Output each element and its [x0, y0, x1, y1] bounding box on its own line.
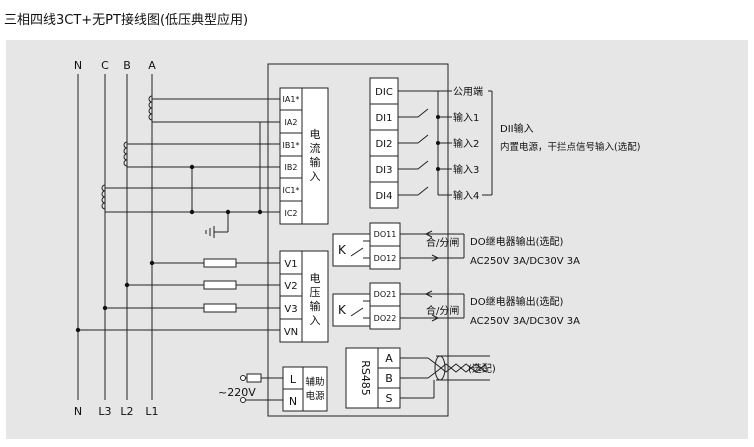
current-label-2: 流 — [310, 141, 321, 155]
terminal-di1: DI1 — [375, 113, 392, 124]
terminal-do12: DO12 — [374, 254, 397, 263]
terminal-v1: V1 — [284, 259, 297, 270]
rs485-option-label: (选配) — [468, 362, 496, 375]
phase-label-bottom-l3: L3 — [98, 405, 111, 418]
terminal-vn: VN — [284, 327, 298, 338]
do1-switch-label: 合/分闸 — [426, 236, 459, 249]
do2-wiring — [400, 290, 465, 322]
phase-label-bottom-l2: L2 — [120, 405, 133, 418]
voltage-wiring — [78, 262, 280, 331]
meter-body — [267, 63, 449, 417]
terminal-ic1: IC1* — [282, 186, 299, 195]
current-wiring — [104, 98, 280, 233]
terminal-ic2: IC2 — [284, 209, 297, 218]
do2-relay-symbol: K — [338, 303, 347, 317]
current-label-1: 电 — [310, 128, 321, 141]
voltage-label-4: 入 — [310, 314, 321, 327]
current-label-4: 入 — [310, 170, 321, 183]
wiring-diagram: N C B A N L3 L2 L1 IA1* IA2 IB1* IB2 IC1… — [6, 40, 748, 439]
rs485-terminal-a: A — [385, 352, 393, 365]
terminal-di2: DI2 — [375, 139, 392, 150]
di-wiring — [398, 90, 493, 196]
ground-symbol — [205, 226, 215, 238]
terminal-do11: DO11 — [374, 230, 397, 239]
phase-label-bottom-l1: L1 — [145, 405, 158, 418]
phase-lines — [77, 74, 153, 400]
terminal-ib1: IB1* — [283, 141, 300, 150]
phase-label-bottom-n: N — [74, 405, 82, 418]
terminal-di3: DI3 — [375, 165, 392, 176]
di-title: DII输入 — [500, 122, 534, 135]
ct-coil-c — [101, 184, 106, 210]
do1-wiring — [400, 230, 465, 262]
di-description: 内置电源，干拦点信号输入(选配) — [500, 141, 640, 153]
voltage-label-1: 电 — [310, 272, 321, 285]
voltage-terminal-lines — [280, 273, 302, 320]
aux-voltage-label: ~220V — [218, 386, 256, 399]
aux-label-2: 电源 — [305, 390, 325, 402]
phase-label-top-n: N — [74, 59, 82, 72]
do1-relay-symbol: K — [338, 243, 347, 257]
rs485-terminal-s: S — [386, 392, 393, 405]
current-terminal-lines — [280, 109, 302, 202]
terminal-v2: V2 — [284, 281, 297, 292]
terminal-ib2: IB2 — [285, 163, 298, 172]
rs485-label: RS485 — [359, 360, 372, 396]
do1-relay-box — [332, 233, 372, 267]
terminal-dic: DIC — [375, 87, 393, 98]
terminal-ia1: IA1* — [283, 95, 300, 104]
terminal-do21: DO21 — [374, 290, 397, 299]
phase-label-top-a: A — [148, 59, 156, 72]
do2-switch-label: 合/分闸 — [426, 304, 459, 317]
rs485-block — [345, 347, 401, 409]
aux-terminal-l: L — [290, 373, 297, 386]
di-label-input1: 输入1 — [453, 111, 479, 124]
do2-rating: AC250V 3A/DC30V 3A — [470, 316, 580, 327]
do1-rating: AC250V 3A/DC30V 3A — [470, 256, 580, 267]
voltage-label-2: 压 — [310, 286, 321, 299]
do2-relay-box — [332, 293, 372, 327]
di-label-input3: 输入3 — [453, 163, 479, 176]
do2-title: DO继电器输出(选配) — [470, 295, 563, 308]
rs485-terminal-b: B — [385, 372, 393, 385]
ct-coil-a — [148, 95, 153, 121]
terminal-ia2: IA2 — [285, 118, 298, 127]
aux-terminal-n: N — [289, 395, 297, 408]
phase-label-top-c: C — [101, 59, 109, 72]
page-title: 三相四线3CT+无PT接线图(低压典型应用) — [4, 13, 249, 28]
di-terminal-lines — [370, 103, 398, 183]
phase-label-top-b: B — [123, 59, 131, 72]
do1-title: DO继电器输出(选配) — [470, 235, 563, 248]
terminal-v3: V3 — [284, 304, 297, 315]
rs485-wiring — [400, 355, 490, 399]
voltage-label-3: 输 — [310, 299, 321, 313]
di-label-common: 公用端 — [453, 85, 483, 98]
terminal-do22: DO22 — [374, 314, 397, 323]
terminal-di4: DI4 — [375, 191, 392, 202]
di-label-input4: 输入4 — [453, 189, 479, 202]
current-label-3: 输 — [310, 155, 321, 169]
aux-label-1: 辅助 — [305, 376, 324, 388]
di-label-input2: 输入2 — [453, 137, 479, 150]
ct-coil-b — [123, 141, 128, 167]
voltage-fuses — [203, 258, 237, 313]
